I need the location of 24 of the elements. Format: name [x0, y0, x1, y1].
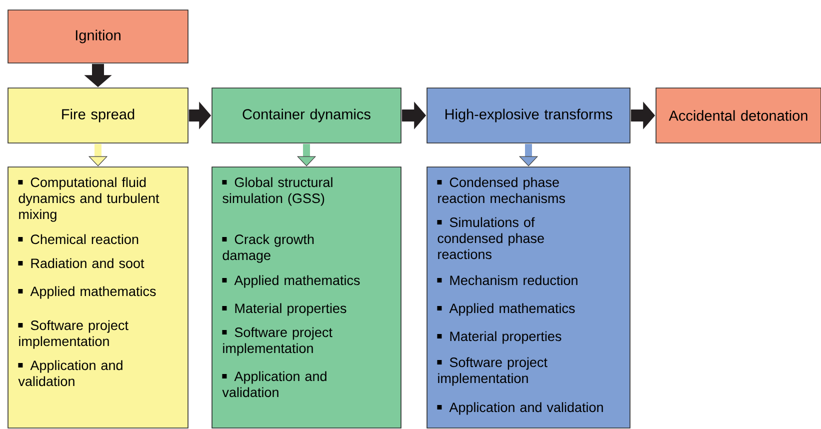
- bullet-item: Global structural simulation (GSS): [222, 177, 332, 206]
- bullet-item: Material properties: [437, 331, 562, 344]
- bullet-item: Software project implementation: [437, 357, 548, 386]
- bullet-item: Applied mathematics: [437, 303, 575, 316]
- bullet-item: Crack growth damage: [222, 234, 314, 263]
- bullet-item: Material properties: [222, 303, 346, 316]
- bullet-item: Applied mathematics: [18, 286, 156, 299]
- process-box: Ignition: [8, 10, 188, 64]
- bullet-item: Computational fluid dynamics and turbulent mixing: [18, 177, 160, 222]
- process-box: Fire spread: [8, 88, 188, 144]
- bullet-item: Radiation and soot: [18, 258, 144, 268]
- process-box: Accidental detonation: [656, 88, 821, 144]
- bullet-item: Condensed phase reaction mechanisms: [437, 177, 565, 204]
- bullet-item: Chemical reaction: [18, 234, 138, 244]
- bullet-item: Applied mathematics: [222, 275, 360, 288]
- bullet-item: Application and validation: [222, 371, 326, 398]
- bullet-item: Application and validation: [18, 360, 122, 386]
- process-box: Container dynamics: [212, 88, 402, 144]
- bullet-item: Mechanism reduction: [437, 275, 578, 286]
- bullet-item: Simulations of condensed phase reactions: [437, 217, 544, 260]
- process-box: High-explosive transforms: [426, 88, 630, 144]
- bullet-item: Application and validation: [437, 402, 603, 415]
- bullet-item: Software project implementation: [222, 327, 332, 356]
- bullet-item: Software project implementation: [18, 320, 128, 349]
